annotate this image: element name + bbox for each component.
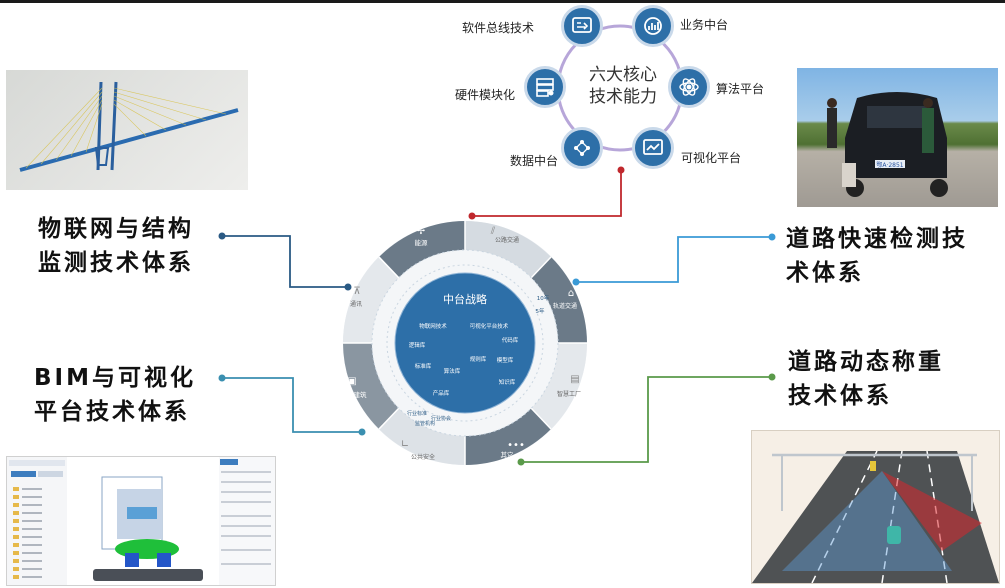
- building-icon: ▣: [347, 376, 356, 387]
- lower-item-association: 行业协会: [431, 415, 451, 422]
- bridge-model-image: [6, 70, 248, 190]
- wheel-center-title: 中台战略: [443, 292, 487, 306]
- bim-software-screenshot: [6, 456, 276, 586]
- wheel-item-vis: 可视化平台技术: [470, 322, 509, 330]
- capability-label-software-bus: 软件总线技术: [462, 21, 535, 35]
- more-icon: •••: [507, 440, 525, 451]
- wheel-item-knowledge: 知识库: [499, 378, 516, 386]
- top-border: [0, 0, 1005, 3]
- core-title: 六大核心 技术能力: [583, 64, 663, 108]
- wheel-item-standard: 标准库: [415, 362, 432, 370]
- weigh-in-motion-diagram: [751, 430, 1000, 584]
- weigh-line1: 道路动态称重: [788, 349, 944, 375]
- sector-energy: 能源: [415, 238, 429, 247]
- sector-comms: 通讯: [350, 300, 362, 308]
- lower-item-standard: 行业标准: [407, 410, 427, 417]
- capability-label-algorithm: 算法平台: [716, 82, 765, 96]
- rail-icon: ⌂: [568, 288, 574, 299]
- wheel-item-model: 模型库: [497, 356, 514, 364]
- iot-label-line2: 监测技术体系: [38, 250, 194, 276]
- iot-monitoring-label: 物联网与结构 监测技术体系: [38, 212, 194, 280]
- sector-public-safety: 公共安全: [411, 453, 435, 461]
- capability-label-visualization: 可视化平台: [681, 151, 742, 165]
- road-test-photo: 鄂A·2851: [797, 68, 998, 207]
- wheel-item-algorithm: 算法库: [444, 367, 461, 375]
- wheel-item-rules: 规则库: [470, 355, 487, 363]
- lower-item-regulator: 监管机构: [415, 420, 435, 427]
- sector-other: 其它: [501, 450, 514, 459]
- business-platform-icon: [632, 5, 674, 47]
- road-icon: ⫽: [490, 226, 496, 237]
- capability-label-hardware: 硬件模块化: [455, 88, 516, 102]
- antenna-icon: ⊼: [353, 286, 360, 297]
- weigh-in-motion-label: 道路动态称重 技术体系: [788, 345, 944, 413]
- algorithm-icon: [668, 66, 710, 108]
- bim-label-line2: 平台技术体系: [34, 399, 190, 425]
- capability-label-data: 数据中台: [510, 154, 559, 168]
- software-bus-icon: [561, 5, 603, 47]
- sector-building: 建筑: [354, 390, 368, 399]
- sector-highway: 公路交通: [495, 236, 519, 244]
- safety-icon: ∟: [401, 439, 409, 450]
- license-plate: 鄂A·2851: [876, 161, 903, 169]
- wheel-item-code: 代码库: [502, 336, 519, 344]
- fan-icon: ✢: [417, 226, 425, 237]
- ring-label-10y: 10年: [537, 294, 550, 302]
- road-detect-line2: 术体系: [786, 260, 864, 286]
- weigh-line2: 技术体系: [788, 383, 892, 409]
- road-detect-line1: 道路快速检测技: [786, 226, 968, 252]
- strategy-wheel: 中台战略 物联网技术 可视化平台技术 代码库 逻辑库 模型库 标准库 算法库 知…: [343, 221, 587, 465]
- hardware-module-icon: [524, 66, 566, 108]
- wheel-item-logic: 逻辑库: [409, 341, 426, 349]
- iot-label-line1: 物联网与结构: [38, 216, 194, 242]
- sector-rail: 轨道交通: [553, 302, 577, 310]
- core-title-line2: 技术能力: [589, 87, 657, 107]
- wheel-item-product: 产品库: [433, 389, 450, 397]
- road-detection-label: 道路快速检测技 术体系: [786, 222, 968, 290]
- bim-platform-label: BIM与可视化 平台技术体系: [34, 361, 196, 429]
- data-platform-icon: [561, 127, 603, 169]
- core-title-line1: 六大核心: [589, 65, 657, 85]
- visualization-icon: [632, 127, 674, 169]
- wheel-item-iot: 物联网技术: [419, 322, 447, 330]
- bim-label-line1: BIM与可视化: [34, 365, 196, 391]
- factory-icon: ▤: [570, 374, 579, 385]
- sector-factory: 智慧工厂: [557, 390, 581, 398]
- ring-label-5y: 5年: [536, 307, 545, 315]
- capability-label-business: 业务中台: [680, 18, 729, 32]
